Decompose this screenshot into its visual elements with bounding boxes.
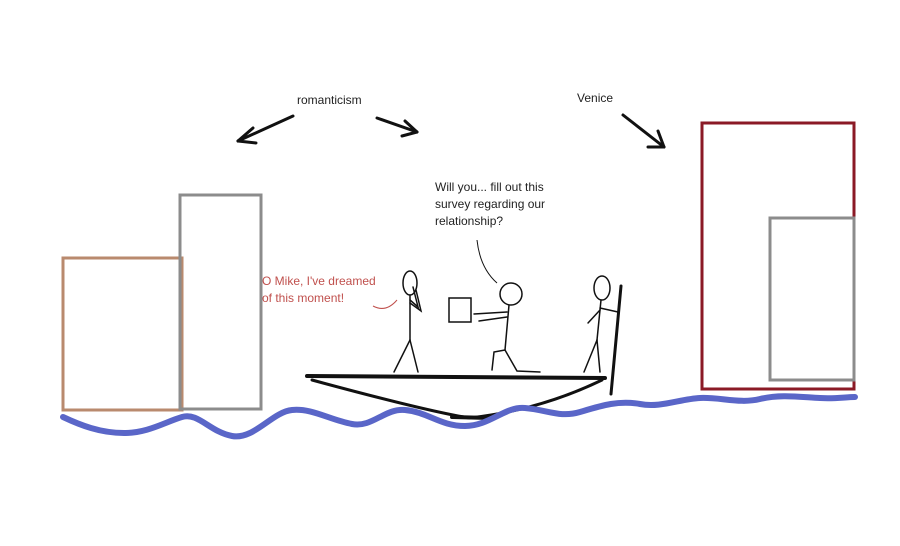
- building-red: [700, 121, 856, 391]
- gondolier-pole: [609, 284, 623, 396]
- stick-figure-man-kneeling: [473, 282, 541, 373]
- speech-tail-survey: [476, 239, 498, 284]
- building-gray-right: [768, 216, 856, 382]
- label-venice: Venice: [577, 91, 614, 105]
- water-wave: [60, 393, 858, 440]
- speech-bubble-survey: Will you... fill out this survey regardi…: [435, 180, 546, 228]
- survey-paper-icon: [448, 297, 472, 323]
- arrow-venice: [621, 113, 666, 149]
- stick-figure-gondolier: [583, 275, 619, 373]
- gondola: [305, 374, 607, 420]
- arrow-middle: [375, 116, 419, 138]
- speech-tail-dream: [372, 299, 398, 309]
- building-tan: [61, 256, 184, 412]
- label-romanticism: romanticism: [297, 93, 362, 107]
- building-gray-left: [178, 193, 263, 411]
- stick-figure-woman: [393, 270, 423, 373]
- speech-bubble-dream: O Mike, I've dreamed of this moment!: [262, 274, 376, 305]
- arrow-left: [236, 114, 295, 145]
